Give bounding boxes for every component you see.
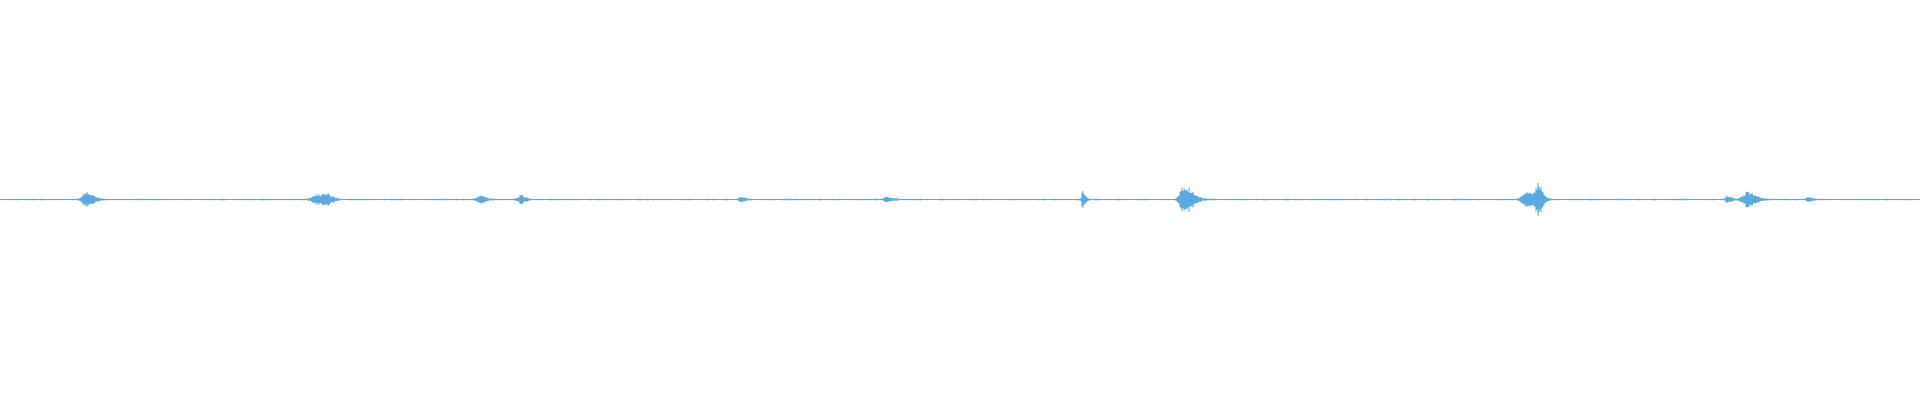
waveform-signal — [0, 183, 1920, 216]
